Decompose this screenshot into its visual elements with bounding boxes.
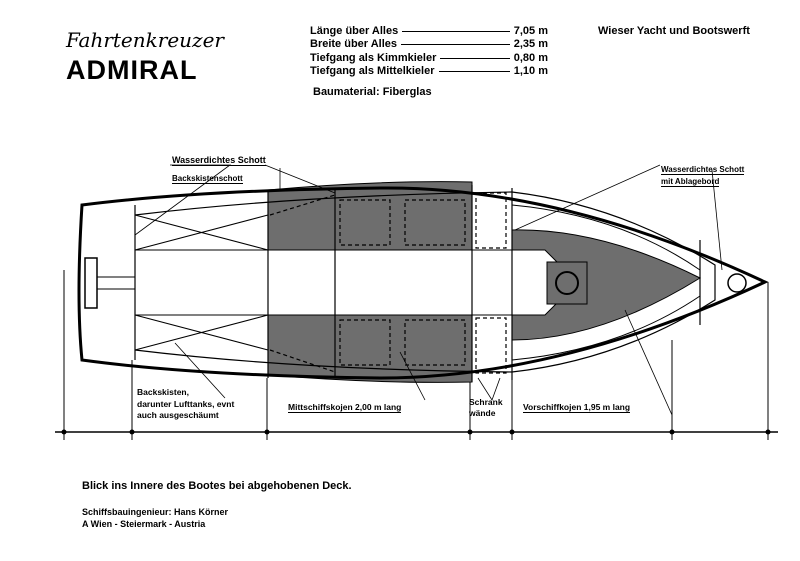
label-bulkhead: Wasserdichtes Schott: [172, 155, 266, 166]
label-lockers-3: auch ausgeschäumt: [137, 410, 219, 420]
label-mid-berths: Mittschiffskojen 2,00 m lang: [288, 402, 402, 413]
label-lockers-1: Backskisten,: [137, 387, 189, 397]
location: A Wien - Steiermark - Austria: [82, 519, 206, 529]
aisle: [134, 249, 513, 316]
hull-outline: [77, 186, 769, 380]
mid-berth-top: [267, 181, 473, 251]
hatch-icon: [555, 271, 579, 295]
label-cabinet-2: wände: [469, 408, 496, 418]
subtitle: Fahrtenkreuzer: [66, 28, 224, 52]
label-bow-bulkhead-1: Wasserdichtes Schott: [661, 165, 745, 175]
caption: Blick ins Innere des Bootes bei abgehobe…: [82, 480, 352, 492]
engineer: Schiffsbauingenieur: Hans Körner: [82, 507, 229, 517]
mid-berth-bottom: [267, 314, 473, 383]
material: Baumaterial: Fiberglas: [313, 86, 432, 98]
label-bow-bulkhead-2: mit Ablagebord: [661, 177, 720, 187]
title: ADMIRAL: [66, 55, 198, 85]
shipyard: Wieser Yacht und Bootswerft: [598, 25, 750, 37]
label-locker-bulkhead: Backskistenschott: [172, 174, 243, 184]
label-fore-berth: Vorschiffkojen 1,95 m lang: [523, 402, 631, 413]
label-lockers-2: darunter Lufttanks, evnt: [137, 399, 235, 409]
label-cabinet-1: Schrank: [469, 397, 503, 407]
